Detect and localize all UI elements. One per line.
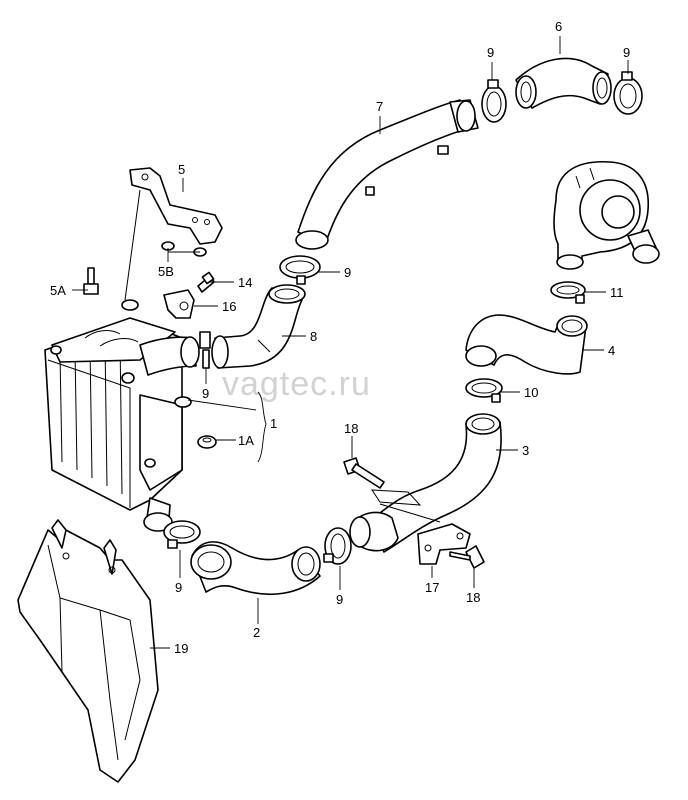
hose-7 — [295, 99, 479, 250]
part-labels: 6 9 9 7 5 5B 9 14 5A 11 16 8 4 9 10 1 18… — [50, 19, 630, 656]
clamp-9-hose8 — [279, 255, 321, 285]
label-9-lower-right: 9 — [336, 592, 343, 607]
watermark: vagtec.ru — [222, 365, 371, 403]
label-10: 10 — [524, 385, 538, 400]
label-1: 1 — [270, 416, 277, 431]
label-9-top-left: 9 — [487, 45, 494, 60]
label-17: 17 — [425, 580, 439, 595]
clamp-10 — [465, 378, 503, 403]
bolt-18-upper — [343, 457, 385, 489]
hose-2 — [190, 541, 321, 595]
hose-8 — [211, 284, 306, 369]
clamp-11 — [550, 281, 586, 304]
bracket-17 — [417, 523, 471, 565]
clip-9-small — [199, 331, 211, 369]
label-3: 3 — [522, 443, 529, 458]
label-9-lower-left: 9 — [175, 580, 182, 595]
clamp-9-left-of-6 — [481, 79, 507, 123]
label-8: 8 — [310, 329, 317, 344]
label-11: 11 — [610, 285, 624, 300]
label-5b: 5B — [158, 264, 174, 279]
label-9-top-right: 9 — [623, 45, 630, 60]
label-9-hose8: 9 — [344, 265, 351, 280]
bolt-18-lower — [449, 545, 485, 569]
hose-6 — [515, 57, 612, 109]
hose-3 — [349, 413, 502, 553]
label-18-upper: 18 — [344, 421, 358, 436]
sensor-16 — [163, 289, 195, 319]
bolt-5a — [83, 267, 99, 295]
label-5a: 5A — [50, 283, 66, 298]
label-6: 6 — [555, 19, 562, 34]
label-19: 19 — [174, 641, 188, 656]
label-18-lower: 18 — [466, 590, 480, 605]
label-2: 2 — [253, 625, 260, 640]
air-guide-19 — [17, 519, 159, 783]
intercooler — [44, 317, 200, 533]
label-9-clip: 9 — [202, 386, 209, 401]
bracket-5 — [124, 167, 223, 301]
label-14: 14 — [238, 275, 252, 290]
label-7: 7 — [376, 99, 383, 114]
label-5: 5 — [178, 162, 185, 177]
clamp-9-right-of-6 — [613, 71, 643, 115]
grommet-5 — [121, 299, 139, 311]
label-4: 4 — [608, 343, 615, 358]
turbocharger — [553, 160, 660, 270]
label-1a: 1A — [238, 433, 254, 448]
grommet-1a — [174, 396, 217, 449]
hose-4 — [465, 314, 588, 375]
leader-lines — [72, 36, 629, 649]
label-16: 16 — [222, 299, 236, 314]
clamp-9-lower-left — [163, 520, 201, 549]
clamp-9-lower-right — [323, 527, 352, 565]
